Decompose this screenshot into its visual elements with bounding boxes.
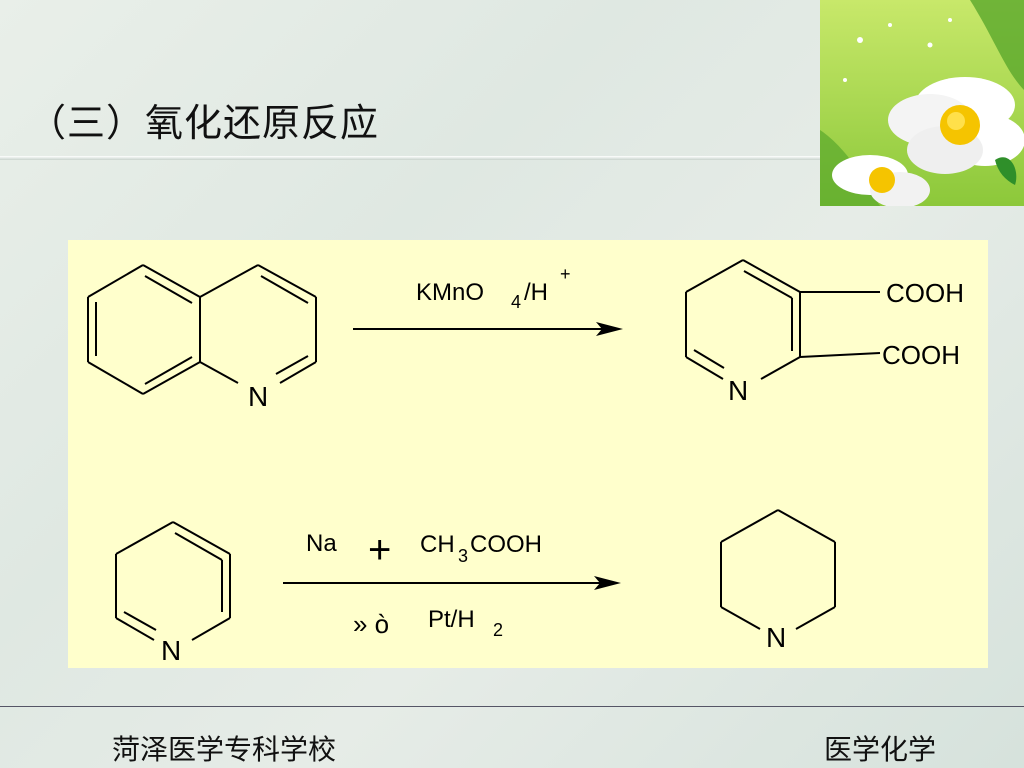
product1-cooh-1: COOH bbox=[886, 278, 964, 308]
reaction-arrow-2 bbox=[283, 576, 621, 590]
reagent-plus-sign: + bbox=[368, 528, 391, 572]
quinoline-structure bbox=[87, 264, 317, 395]
reagent-ch3-subscript: 3 bbox=[458, 546, 468, 566]
pyridine-nitrogen: N bbox=[161, 635, 181, 666]
catalyst-h2-subscript: 2 bbox=[493, 620, 503, 640]
piperidine-nitrogen: N bbox=[766, 622, 786, 653]
reagent-sodium: Na bbox=[306, 530, 337, 557]
catalyst-pt-h-main: Pt/H bbox=[428, 606, 475, 633]
product1-cooh-2: COOH bbox=[882, 340, 960, 370]
reaction-panel: N KMnO 4 /H + N COOH COOH N Na + C bbox=[68, 240, 988, 668]
title-divider bbox=[0, 156, 820, 160]
reagent-cooh-text: COOH bbox=[470, 531, 542, 558]
pyridine-dicarboxylic-acid-structure bbox=[685, 259, 881, 380]
reagent-acid-text: /H bbox=[524, 279, 548, 306]
reagent-kmno4-subscript: 4 bbox=[511, 292, 521, 312]
footer-course-name: 医学化学 bbox=[824, 733, 937, 766]
footer-school-name: 菏泽医学专科学校 bbox=[112, 733, 337, 766]
reagent-or-text: » ò bbox=[353, 609, 389, 639]
footer-divider bbox=[0, 706, 1024, 707]
flower-decoration-image bbox=[820, 0, 1024, 206]
reaction-arrow-1 bbox=[353, 322, 623, 336]
quinoline-nitrogen: N bbox=[248, 381, 268, 412]
product1-nitrogen: N bbox=[728, 375, 748, 406]
reagent-acid-superscript: + bbox=[560, 264, 571, 284]
slide-title: （三）氧化还原反应 bbox=[28, 101, 380, 145]
piperidine-structure bbox=[720, 509, 836, 630]
reagent-kmno4-main: KMnO bbox=[416, 279, 484, 306]
reagent-ch3-main: CH bbox=[420, 531, 455, 558]
pyridine-structure bbox=[115, 521, 231, 641]
